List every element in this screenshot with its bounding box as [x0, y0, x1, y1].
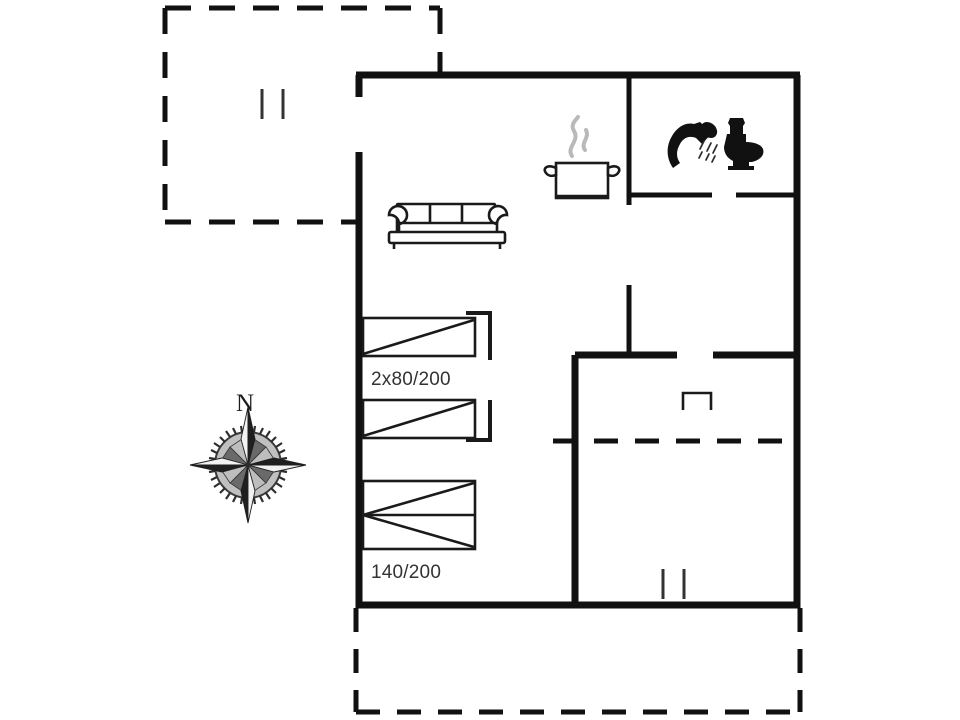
shower-icon — [667, 122, 718, 168]
window-marks-group — [260, 89, 686, 599]
terrace-south-outline — [353, 608, 803, 715]
outer-walls — [355, 71, 801, 609]
interior-walls — [466, 78, 797, 442]
single-bed-icon — [361, 398, 477, 440]
bed-label-single: 2x80/200 — [371, 369, 451, 390]
compass-north-label: N — [236, 390, 254, 417]
cooking-pot-icon — [543, 115, 621, 200]
entry-fixture-icon — [681, 391, 713, 410]
terrace-north-outline — [162, 5, 443, 225]
single-bed-icon — [361, 316, 477, 358]
double-bed-icon — [361, 479, 477, 551]
compass-rose: N — [189, 390, 307, 524]
toilet-icon — [724, 118, 764, 170]
sofa-icon — [387, 202, 509, 249]
bed-label-double: 140/200 — [371, 562, 441, 583]
